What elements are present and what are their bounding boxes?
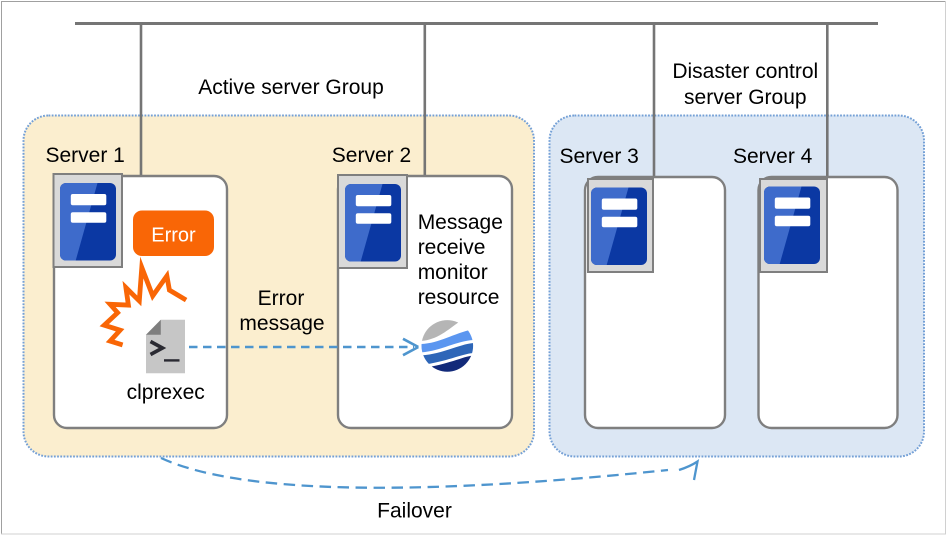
svg-text:Server 2: Server 2 <box>332 144 411 167</box>
svg-text:Error: Error <box>151 225 196 247</box>
svg-text:message: message <box>239 312 324 335</box>
svg-text:server Group: server Group <box>684 86 807 109</box>
svg-text:Error: Error <box>258 287 305 310</box>
svg-text:receive: receive <box>418 236 486 259</box>
svg-text:clprexec: clprexec <box>127 381 205 404</box>
svg-text:Message: Message <box>418 211 503 234</box>
svg-text:Server 3: Server 3 <box>560 145 639 168</box>
svg-text:Server 4: Server 4 <box>733 145 813 168</box>
svg-text:monitor: monitor <box>418 261 488 284</box>
svg-text:Server 1: Server 1 <box>46 144 125 167</box>
svg-text:Active server Group: Active server Group <box>198 76 384 99</box>
svg-text:resource: resource <box>418 286 500 309</box>
svg-text:Failover: Failover <box>377 500 452 523</box>
svg-text:Disaster control: Disaster control <box>672 60 818 83</box>
